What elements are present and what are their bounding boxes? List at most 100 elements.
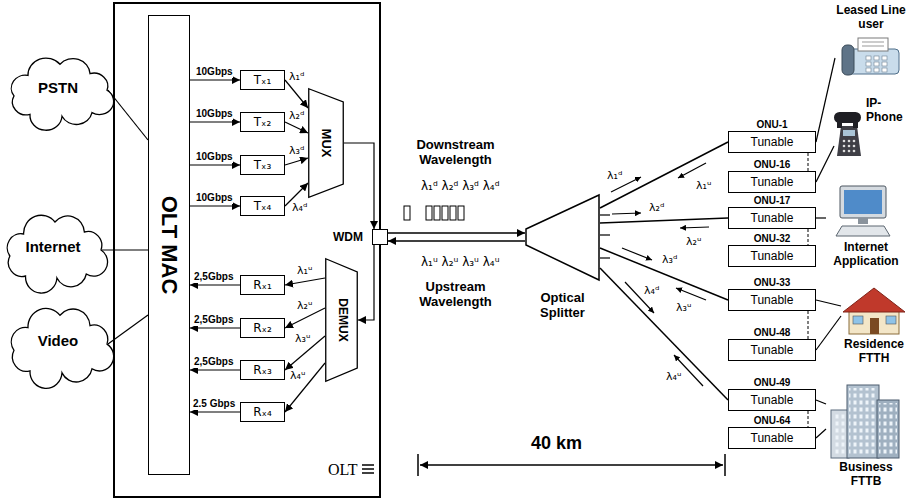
phone-icon: [843, 140, 846, 143]
edge-label: λ₃ᵘ: [295, 332, 310, 345]
splitter-port: [600, 257, 610, 258]
olt-menu-symbol: [362, 464, 374, 466]
network-cloud: Internet: [4, 212, 102, 282]
wdm-square: [372, 229, 388, 245]
connector: [816, 146, 834, 182]
pulse-train: [450, 206, 456, 220]
fax-icon: [882, 62, 887, 66]
fax-icon: [866, 68, 871, 72]
building-icon: [849, 388, 877, 456]
wavelength-arrow: [680, 227, 709, 228]
transceiver-box: Tₓ₄: [240, 196, 285, 216]
wavelength-label: λ₃ᵈ: [662, 253, 677, 266]
tunable-box: Tunable: [728, 339, 816, 361]
edge-label: λ₂ᵈ: [289, 109, 304, 122]
edge-label: 10Gbps: [196, 151, 233, 163]
user-label: IP-Phone: [866, 96, 908, 124]
computer-icon: [844, 190, 882, 214]
fax-icon: [882, 68, 887, 72]
connector: [816, 58, 835, 142]
connector: [816, 429, 826, 438]
wavelength-label: λ₄ᵈ: [644, 284, 659, 297]
wavelength-arrow: [612, 213, 641, 214]
onu-label: ONU-33: [728, 276, 816, 289]
onu-node: ONU-17Tunable: [728, 194, 816, 229]
user-label: Leased Line user: [835, 3, 907, 31]
phone-icon: [837, 121, 842, 128]
computer-icon: [858, 218, 868, 224]
olt-menu-symbol: [362, 468, 374, 470]
fax-icon: [842, 38, 899, 75]
wavelength-label: λ₄ᵘ: [666, 370, 681, 383]
onu-label: ONU-49: [728, 376, 816, 389]
pulse-train: [458, 206, 464, 220]
building-icon: [877, 400, 899, 458]
pulse-train: [404, 206, 464, 220]
connector: [190, 121, 240, 122]
edge-label: Upstream Wavelength: [408, 279, 503, 309]
cloud-outline: [11, 58, 113, 130]
phone-icon: [843, 140, 856, 153]
edge-label: λ₂ᵘ: [297, 299, 312, 312]
connector: [285, 158, 308, 165]
connector: [190, 284, 240, 285]
wavelength-label: λ₂ᵈ: [649, 201, 664, 214]
trapezoid-outline: [309, 89, 344, 198]
transceiver-box: Rₓ₄: [240, 402, 285, 422]
connector: [388, 240, 525, 242]
olt-menu-symbol: [362, 465, 374, 473]
wdm-coupler: WDM: [333, 229, 388, 245]
onu-label: ONU-32: [728, 232, 816, 245]
wavelength-label: λ₁ᵈ λ₂ᵈ λ₃ᵈ λ₄ᵈ: [421, 179, 500, 193]
cloud-outline: [7, 215, 107, 293]
mac-label: OLT MAC: [156, 196, 182, 295]
connector: [190, 369, 240, 370]
olt-label: OLT: [328, 460, 358, 479]
connector: [388, 232, 525, 234]
cloud-label: PSTN: [38, 79, 78, 97]
tunable-label: Tunable: [751, 343, 794, 357]
connector: [285, 80, 308, 108]
connector: [358, 245, 374, 320]
connector: [190, 327, 240, 328]
building-icon: [831, 385, 899, 458]
edge-label: 10Gbps: [196, 108, 233, 120]
edge-label: 2,5Gbps: [194, 271, 233, 283]
transceiver-label: Tₓ₁: [254, 73, 271, 87]
splitter-port: [600, 214, 610, 215]
fax-icon: [866, 56, 871, 60]
house-icon: [843, 288, 905, 334]
tunable-label: Tunable: [751, 293, 794, 307]
tunable-label: Tunable: [751, 249, 794, 263]
user-label: Business FTTB: [826, 460, 906, 488]
tunable-box: Tunable: [728, 427, 816, 449]
pulse-train: [434, 206, 440, 220]
connector: [600, 268, 728, 400]
transceiver-label: Rₓ₁: [253, 278, 271, 292]
phone-icon: [843, 150, 846, 153]
onu-label: ONU-48: [728, 326, 816, 339]
connector: [190, 411, 240, 412]
splitter-label: Optical Splitter: [525, 290, 600, 320]
edge-label: 10Gbps: [196, 192, 233, 204]
connector: [344, 143, 374, 229]
wavelength-label: λ₁ᵘ λ₂ᵘ λ₃ᵘ λ₄ᵘ: [421, 255, 500, 269]
connector: [190, 79, 240, 80]
connector: [600, 142, 728, 208]
user-label: Residence FTTH: [841, 337, 907, 365]
wavelength-label: λ₁ᵈ: [607, 169, 622, 182]
edge-label: λ₁ᵘ: [297, 264, 312, 277]
phone-icon: [843, 130, 855, 136]
connector: [600, 248, 728, 300]
tunable-label: Tunable: [751, 211, 794, 225]
transceiver-box: Tₓ₃: [240, 155, 285, 175]
onu-node: ONU-32Tunable: [728, 232, 816, 267]
phone-icon: [853, 121, 858, 128]
fax-icon: [874, 68, 879, 72]
cloud-label: Video: [38, 332, 79, 350]
onu-node: ONU-16Tunable: [728, 158, 816, 193]
connector: [816, 400, 826, 404]
distance-dimension: [420, 464, 723, 466]
onu-range-dash: [808, 411, 809, 427]
